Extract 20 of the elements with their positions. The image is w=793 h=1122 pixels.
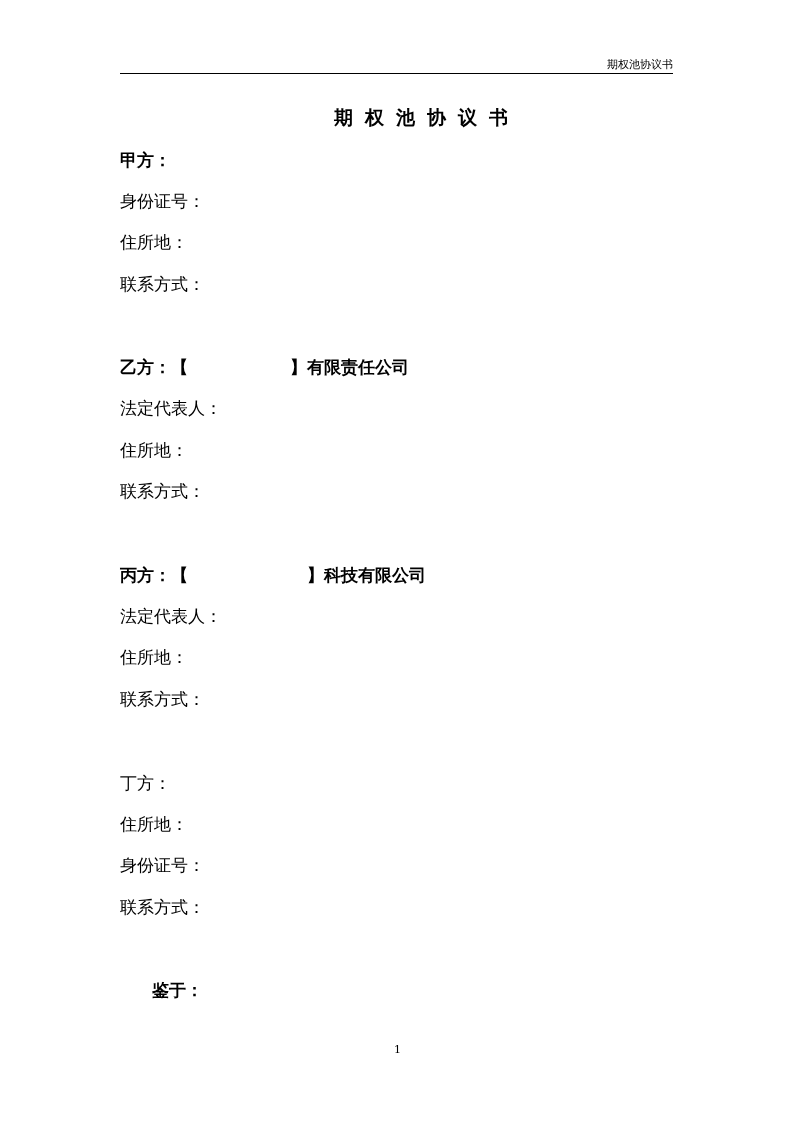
field-label: 住所地：	[120, 646, 188, 668]
field-label: 法定代表人：	[120, 605, 222, 627]
field-label: 联系方式：	[120, 896, 205, 918]
field-label: 身份证号：	[120, 854, 205, 876]
field-label: 法定代表人：	[120, 397, 222, 419]
party-heading: 丙方：【 】科技有限公司	[120, 564, 426, 586]
field-label: 身份证号：	[120, 190, 205, 212]
party-heading: 乙方：【 】有限责任公司	[120, 356, 409, 378]
party-heading: 鉴于：	[152, 979, 203, 1001]
field-label: 联系方式：	[120, 688, 205, 710]
party-heading: 甲方：	[120, 149, 171, 171]
document-title: 期权池协议书	[332, 105, 521, 129]
party-heading: 丁方：	[120, 772, 171, 794]
field-label: 住所地：	[120, 813, 188, 835]
field-label: 联系方式：	[120, 273, 205, 295]
field-label: 住所地：	[120, 231, 188, 253]
page-number: 1	[394, 1042, 401, 1058]
field-label: 联系方式：	[120, 480, 205, 502]
field-label: 住所地：	[120, 439, 188, 461]
header-text: 期权池协议书	[607, 57, 673, 73]
